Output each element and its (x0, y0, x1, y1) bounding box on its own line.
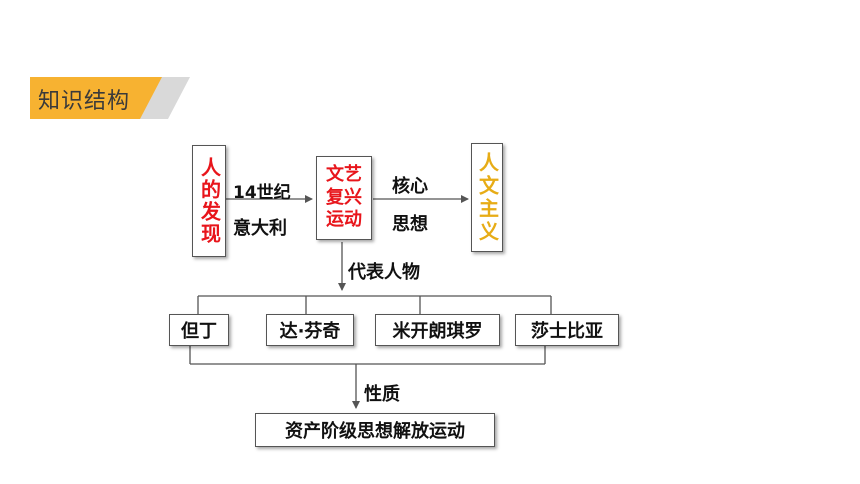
section-title: 知识结构 (38, 89, 131, 114)
label-core: 核心 (392, 176, 428, 197)
box-renaissance: 文艺复兴运动 (316, 156, 372, 240)
figure-label: 达·芬奇 (279, 321, 341, 342)
section-header: 知识结构 (30, 77, 190, 119)
box-result: 资产阶级思想解放运动 (255, 413, 495, 447)
box-result-label: 资产阶级思想解放运动 (285, 421, 465, 442)
box-renaissance-label: 文艺复兴运动 (326, 164, 362, 231)
figure-label: 但丁 (181, 321, 217, 342)
box-humanism: 人文主义 (471, 143, 503, 252)
figure-box-michelangelo: 米开朗琪罗 (375, 314, 500, 346)
box-discovery-of-man: 人的发现 (192, 145, 226, 257)
header-banner-shape (30, 77, 190, 119)
label-14th-century: 14世纪 (233, 183, 291, 203)
box-discovery-of-man-label: 人的发现 (197, 157, 222, 245)
label-italy: 意大利 (233, 218, 287, 239)
figure-box-da-vinci: 达·芬奇 (266, 314, 354, 346)
label-nature: 性质 (364, 384, 400, 405)
figure-box-dante: 但丁 (169, 314, 229, 346)
figure-label: 米开朗琪罗 (392, 321, 483, 342)
label-idea: 思想 (392, 214, 428, 235)
box-humanism-label: 人文主义 (475, 151, 500, 244)
figure-label: 莎士比亚 (531, 321, 603, 342)
label-representatives: 代表人物 (348, 262, 420, 283)
figure-box-shakespeare: 莎士比亚 (515, 314, 619, 346)
